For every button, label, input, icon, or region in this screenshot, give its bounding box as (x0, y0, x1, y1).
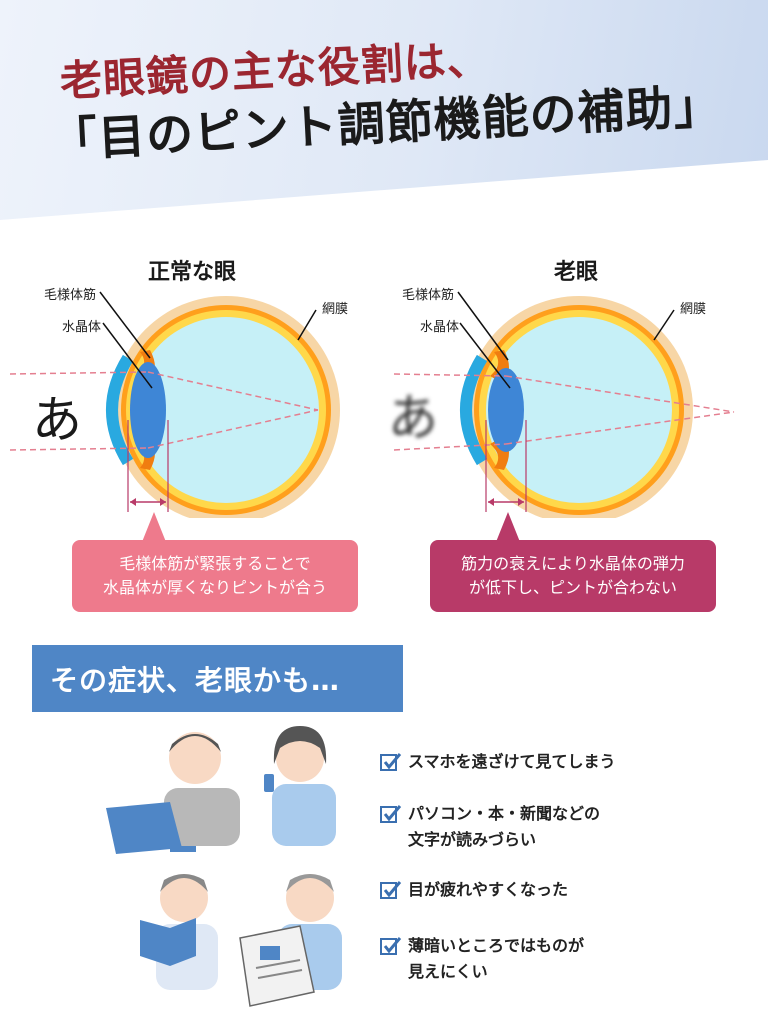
symptom-item: スマホを遠ざけて見てしまう (380, 752, 616, 775)
label-ciliary-muscle: 毛様体筋 (44, 288, 97, 303)
diagram-title: 正常な眼 (147, 260, 236, 285)
caption-line: 毛様体筋が緊張することで (119, 554, 311, 573)
caption-line: 水晶体が厚くなりピントが合う (102, 578, 327, 597)
check-icon (380, 937, 402, 955)
symptoms-banner: その症状、老眼かも… (32, 645, 403, 712)
caption-bubble: 毛様体筋が緊張することで 水晶体が厚くなりピントが合う (72, 540, 358, 612)
label-ciliary-muscle: 毛様体筋 (402, 288, 455, 303)
symptom-item: パソコン・本・新聞などの 文字が読みづらい (380, 804, 600, 853)
eye-illustration (9, 291, 340, 518)
eye-illustration (393, 291, 735, 518)
symptom-line: 見えにくい (408, 962, 488, 981)
symptom-item: 目が疲れやすくなった (380, 880, 568, 903)
diagram-normal-eye: 正常な眼 毛様体筋 水晶体 網膜 あ 毛様体筋が緊張することで 水晶体が厚くなり… (0, 248, 384, 658)
label-lens: 水晶体 (62, 320, 102, 335)
diagram-title: 老眼 (553, 260, 598, 285)
sample-character-blurred: あ (388, 389, 438, 447)
label-retina: 網膜 (680, 302, 707, 317)
label-retina: 網膜 (322, 302, 349, 317)
label-lens: 水晶体 (420, 320, 460, 335)
symptom-line: 薄暗いところではものが (408, 936, 585, 955)
caption-bubble: 筋力の衰えにより水晶体の弾力 が低下し、ピントが合わない (430, 540, 716, 612)
header-white-wedge (0, 160, 768, 230)
symptom-line: パソコン・本・新聞などの (408, 804, 601, 823)
diagram-presbyopia-eye: 老眼 毛様体筋 水晶体 網膜 あ 筋力の衰えにより水晶体の弾力 が低下し、ピント… (384, 248, 768, 658)
bubble-tail (496, 512, 520, 542)
symptom-line: スマホを遠ざけて見てしまう (408, 752, 616, 771)
caption-line: 筋力の衰えにより水晶体の弾力 (461, 554, 685, 573)
symptom-line: 目が疲れやすくなった (408, 880, 569, 899)
sample-character: あ (32, 391, 82, 449)
check-icon (380, 805, 402, 823)
check-icon (380, 753, 402, 771)
people-illustration (106, 726, 342, 1007)
symptom-line: 文字が読みづらい (408, 830, 537, 849)
bubble-tail (142, 512, 166, 542)
check-icon (380, 881, 402, 899)
caption-line: が低下し、ピントが合わない (468, 578, 677, 597)
symptom-item: 薄暗いところではものが 見えにくい (380, 936, 584, 985)
